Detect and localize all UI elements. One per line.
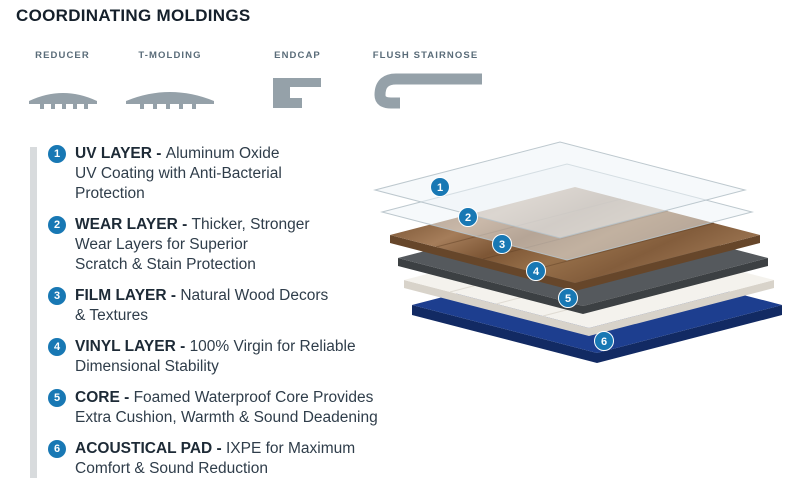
flush-stairnose-profile-icon: [374, 73, 482, 109]
layer-item-acoustical-pad: 6 ACOUSTICAL PAD - IXPE for Maximum Comf…: [48, 439, 400, 479]
diagram-badge-1: [430, 177, 450, 197]
diagram-number-badges: 1 2 3 4 5 6: [430, 177, 614, 351]
left-accent-bar: [30, 147, 37, 478]
diagram-badge-2-label: 2: [465, 212, 471, 224]
molding-reducer: REDUCER: [20, 50, 105, 110]
diagram-badge-5-label: 5: [565, 293, 571, 305]
layer-5-right-side: [589, 280, 774, 336]
reducer-shape: [28, 93, 97, 109]
layer-number-badge: 2: [48, 216, 66, 234]
layer-item-uv: 1 UV LAYER - Aluminum Oxide UV Coating w…: [48, 144, 400, 204]
t-molding-shape: [126, 92, 214, 109]
page-title: COORDINATING MOLDINGS: [16, 6, 251, 25]
layer-description: WEAR LAYER - Thicker, Stronger Wear Laye…: [75, 216, 310, 273]
layer-description: FILM LAYER - Natural Wood Decors & Textu…: [75, 287, 329, 324]
diagram-badge-3: [492, 234, 512, 254]
molding-flush-stairnose: FLUSH STAIRNOSE: [358, 50, 493, 110]
molding-t-molding: T-MOLDING: [120, 50, 220, 110]
layer-description: CORE - Foamed Waterproof Core Provides E…: [75, 389, 378, 426]
diagram-badge-4: [526, 261, 546, 281]
layer-5-left-side: [404, 280, 589, 336]
molding-label-reducer: REDUCER: [35, 50, 90, 61]
diagram-badge-4-label: 4: [533, 266, 540, 278]
molding-label-flush-stairnose: FLUSH STAIRNOSE: [372, 50, 479, 61]
layer-legend: 1 UV LAYER - Aluminum Oxide UV Coating w…: [48, 144, 400, 490]
diagram-badge-3-label: 3: [499, 239, 505, 251]
reducer-profile-icon: [28, 93, 97, 109]
layer-4-left-side: [398, 258, 583, 314]
layer-item-core: 5 CORE - Foamed Waterproof Core Provides…: [48, 388, 400, 428]
layer-item-wear: 2 WEAR LAYER - Thicker, Stronger Wear La…: [48, 215, 400, 275]
layer-item-film: 3 FILM LAYER - Natural Wood Decors & Tex…: [48, 286, 400, 326]
flooring-layers-diagram: 1 2 3 4 5 6: [373, 141, 782, 363]
layer-6-left-side: [412, 305, 597, 363]
flush-stairnose-shape: [374, 73, 482, 109]
layer-number-badge: 1: [48, 145, 66, 163]
layer-4-right-side: [583, 258, 768, 314]
layer-description: VINYL LAYER - 100% Virgin for Reliable D…: [75, 338, 356, 375]
diagram-badge-5: [558, 288, 578, 308]
layer-number-badge: 5: [48, 389, 66, 407]
layer-number-badge: 3: [48, 287, 66, 305]
layer-item-vinyl: 4 VINYL LAYER - 100% Virgin for Reliable…: [48, 337, 400, 377]
diagram-badge-1-label: 1: [437, 182, 443, 194]
diagram-badge-6: [594, 331, 614, 351]
layer-number-badge: 6: [48, 440, 66, 458]
layer-6-right-side: [597, 305, 782, 363]
layer-description: ACOUSTICAL PAD - IXPE for Maximum Comfor…: [75, 440, 356, 477]
layer-number-badge: 4: [48, 338, 66, 356]
diagram-badge-2: [458, 207, 478, 227]
endcap-profile-icon: [272, 78, 321, 108]
layer-3-right-side: [575, 235, 760, 291]
t-molding-profile-icon: [126, 92, 214, 109]
diagram-badge-6-label: 6: [601, 336, 607, 348]
layer-description: UV LAYER - Aluminum Oxide UV Coating wit…: [75, 145, 282, 202]
molding-endcap: ENDCAP: [250, 50, 345, 110]
molding-label-endcap: ENDCAP: [274, 50, 321, 61]
endcap-shape: [272, 78, 321, 108]
molding-label-t-molding: T-MOLDING: [138, 50, 202, 61]
